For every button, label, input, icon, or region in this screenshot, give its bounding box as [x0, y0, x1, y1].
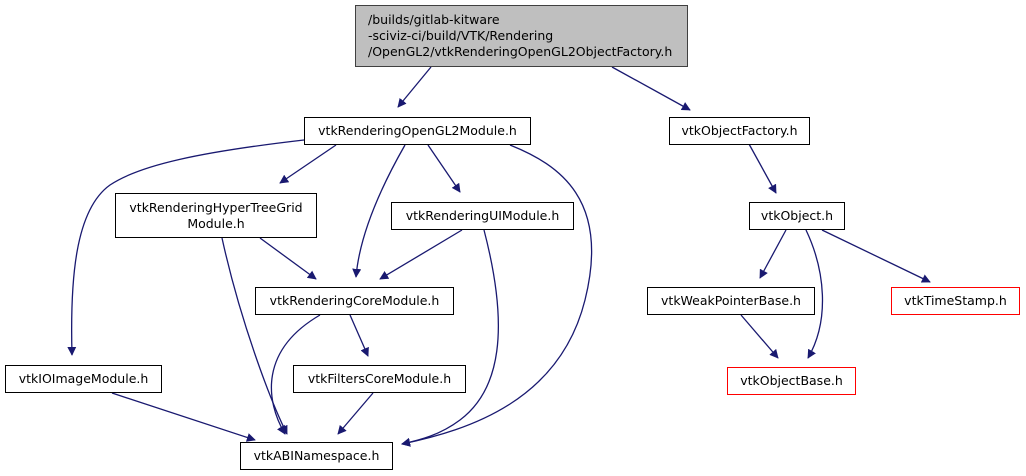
edge-opengl2module-to-ioimage — [67, 139, 305, 356]
node-root: /builds/gitlab-kitware -sciviz-ci/build/… — [355, 5, 688, 67]
node-timestamp[interactable]: vtkTimeStamp.h — [891, 287, 1020, 315]
edge-corerendering-to-filterscore — [349, 314, 369, 357]
edge-root-to-objectfactory — [611, 66, 691, 111]
node-objectfactory[interactable]: vtkObjectFactory.h — [669, 117, 810, 145]
edge-objectfactory-to-object — [748, 143, 777, 194]
edge-ioimage-to-abinamespace — [111, 392, 256, 442]
node-weakpointer[interactable]: vtkWeakPointerBase.h — [647, 287, 815, 315]
edge-opengl2module-to-corerendering — [352, 144, 406, 278]
edge-hypertreegrid-to-abinamespace — [221, 237, 288, 435]
node-object[interactable]: vtkObject.h — [749, 202, 845, 230]
edge-corerendering-to-abinamespace — [270, 314, 321, 435]
edge-object-to-weakpointer — [759, 229, 787, 279]
edge-opengl2module-to-uimodule — [427, 144, 461, 193]
edge-hypertreegrid-to-corerendering — [259, 237, 317, 280]
node-ioimage[interactable]: vtkIOImageModule.h — [5, 365, 162, 393]
node-filterscore[interactable]: vtkFiltersCoreModule.h — [293, 365, 466, 393]
edge-uimodule-to-corerendering — [379, 229, 463, 280]
edge-weakpointer-to-objectbase — [740, 314, 779, 359]
edge-object-to-timestamp — [821, 229, 931, 283]
node-abinamespace[interactable]: vtkABINamespace.h — [240, 442, 393, 470]
edge-uimodule-to-abinamespace — [401, 229, 499, 447]
node-opengl2module[interactable]: vtkRenderingOpenGL2Module.h — [304, 117, 531, 145]
edge-object-to-objectbase — [805, 229, 824, 359]
edge-filterscore-to-abinamespace — [337, 392, 374, 435]
edge-root-to-opengl2module — [397, 66, 432, 108]
node-uimodule[interactable]: vtkRenderingUIModule.h — [391, 202, 574, 230]
node-objectbase[interactable]: vtkObjectBase.h — [727, 367, 856, 395]
edge-opengl2module-to-abinamespace — [401, 144, 593, 447]
edge-opengl2module-to-hypertreegrid — [279, 144, 337, 184]
node-corerendering[interactable]: vtkRenderingCoreModule.h — [255, 287, 454, 315]
node-hypertreegrid[interactable]: vtkRenderingHyperTreeGrid Module.h — [115, 193, 317, 238]
